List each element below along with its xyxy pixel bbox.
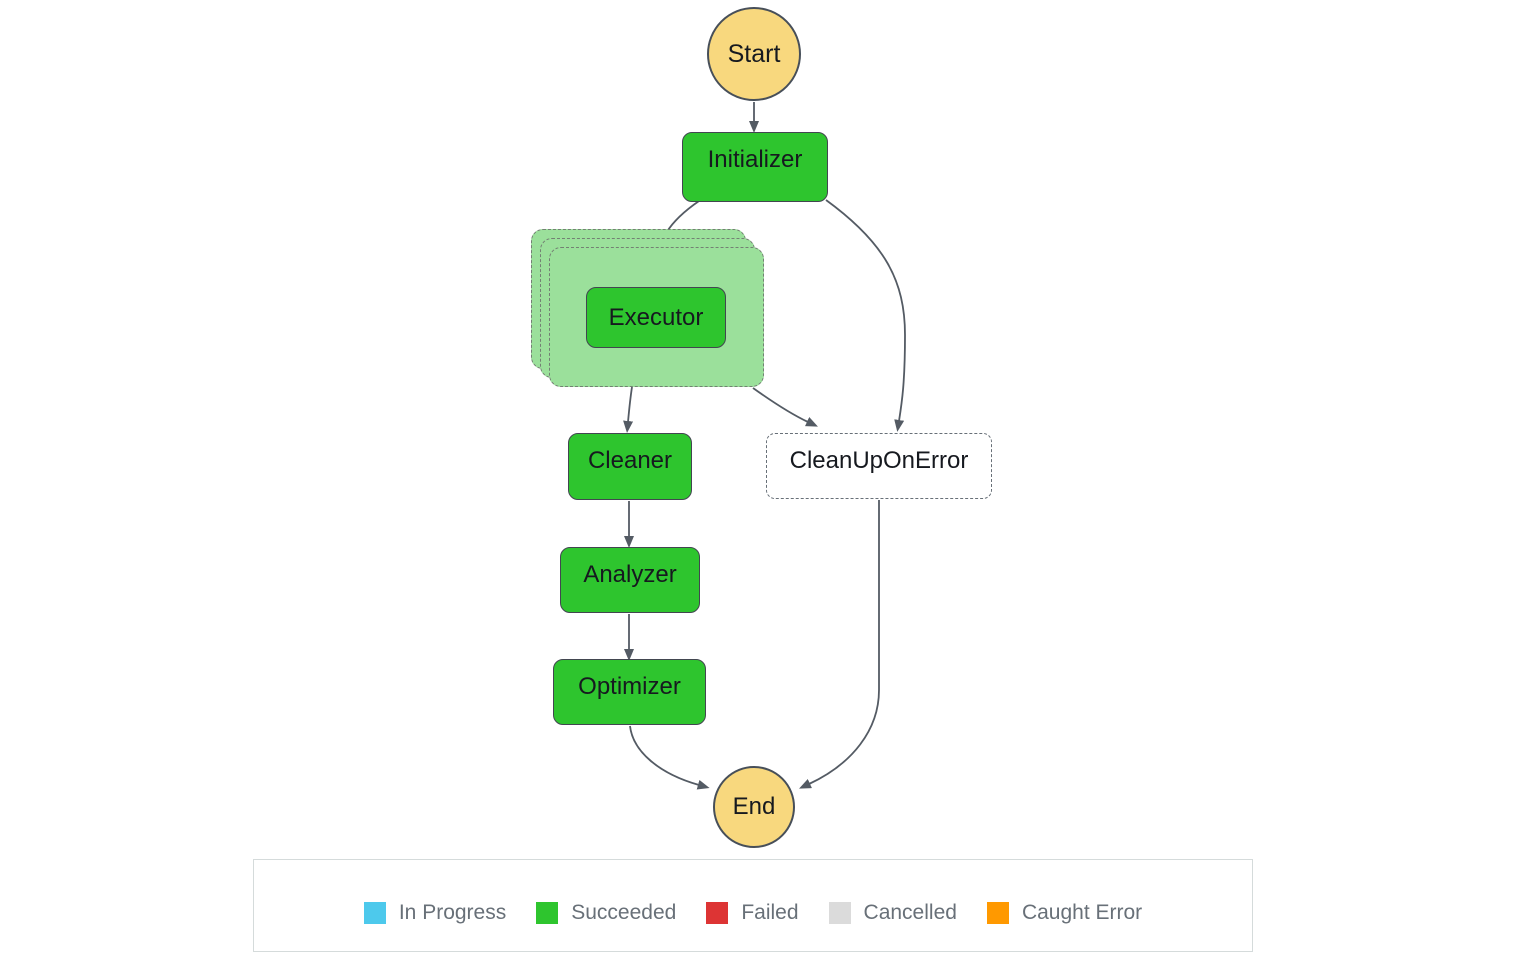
end-node-label: End <box>732 793 776 820</box>
caught-error-swatch-icon <box>986 901 1009 924</box>
start-node-label: Start <box>727 39 781 68</box>
state-node-initializer[interactable]: Initializer <box>682 132 828 202</box>
edge-initializer-cleanup <box>825 199 906 432</box>
edge-optimizer-end <box>629 725 710 790</box>
cancelled-swatch-icon <box>828 901 851 924</box>
state-node-label: Optimizer <box>578 673 681 700</box>
state-node-optimizer[interactable]: Optimizer <box>553 659 706 725</box>
end-node: End <box>713 766 795 848</box>
legend-label: In Progress <box>398 900 507 924</box>
edge-executor-cleaner <box>623 386 634 433</box>
legend-item-succeeded: Succeeded <box>536 901 676 925</box>
status-legend: In Progress Succeeded Failed Cancelled C… <box>253 859 1253 952</box>
state-node-label: CleanUpOnError <box>789 447 969 474</box>
legend-item-in-progress: In Progress <box>363 900 507 925</box>
in-progress-swatch-icon <box>363 901 386 924</box>
state-node-label: Executor <box>608 303 704 331</box>
legend-item-caught-error: Caught Error <box>986 900 1143 925</box>
legend-label: Cancelled <box>863 900 957 924</box>
legend-label: Caught Error <box>1021 900 1143 924</box>
state-node-label: Analyzer <box>583 561 677 588</box>
legend-item-failed: Failed <box>706 900 799 925</box>
legend-label: Failed <box>741 900 799 924</box>
edge-executor-cleanup <box>752 387 818 427</box>
legend-label: Succeeded <box>571 900 677 924</box>
legend-item-cancelled: Cancelled <box>828 900 957 925</box>
edge-cleanup-end <box>799 500 880 789</box>
state-node-label: Initializer <box>707 146 803 173</box>
start-node: Start <box>707 7 801 101</box>
state-node-cleanup-on-error[interactable]: CleanUpOnError <box>766 433 992 499</box>
state-node-executor[interactable]: Executor <box>586 287 726 348</box>
state-node-cleaner[interactable]: Cleaner <box>568 433 692 500</box>
state-node-label: Cleaner <box>587 447 673 474</box>
failed-swatch-icon <box>706 901 729 924</box>
succeeded-swatch-icon <box>536 901 559 924</box>
state-node-analyzer[interactable]: Analyzer <box>560 547 700 613</box>
